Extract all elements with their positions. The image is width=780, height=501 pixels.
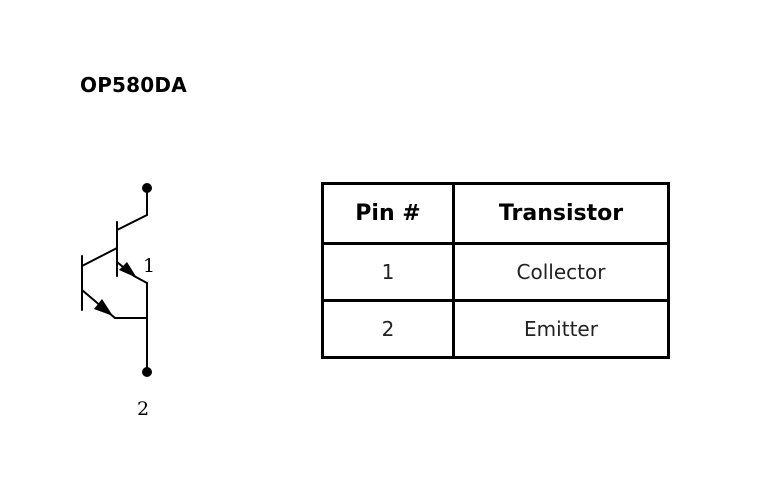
pin-number-cell: 2: [321, 299, 455, 359]
pin-assignment-table: Pin # Transistor 1 Collector 2 Emitter: [321, 182, 670, 359]
table-row: 1 Collector: [321, 242, 670, 302]
table-header-row: Pin # Transistor: [321, 182, 670, 245]
pin2-terminal-dot: [142, 367, 152, 377]
pin-function-cell: Emitter: [452, 299, 670, 359]
pin-column-header: Pin #: [321, 182, 455, 245]
transistor1-emitter-arrow: [119, 262, 137, 278]
table-row: 2 Emitter: [321, 299, 670, 359]
transistor2-emitter-arrow: [94, 299, 113, 316]
pin1-label: 1: [143, 255, 155, 277]
pin-function-cell: Collector: [452, 242, 670, 302]
part-number-title: OP580DA: [80, 73, 187, 97]
pin2-label: 2: [137, 398, 149, 420]
transistor2-collector: [81, 247, 118, 267]
pin-number-cell: 1: [321, 242, 455, 302]
collector-lead-diagonal: [116, 214, 148, 231]
pin1-terminal-dot: [142, 183, 152, 193]
transistor-column-header: Transistor: [452, 182, 670, 245]
